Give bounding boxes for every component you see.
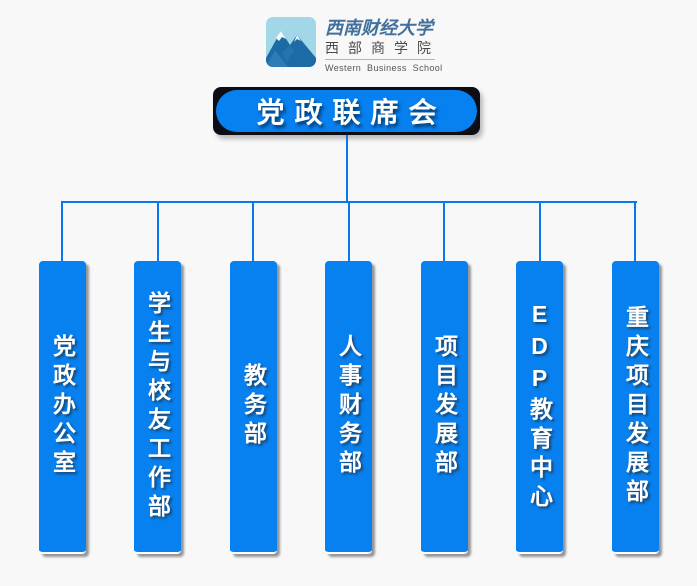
connector-drop-4 (348, 203, 350, 261)
dept-label: 学生与校友工作部 (144, 290, 171, 523)
mountain-logo-icon (266, 17, 316, 67)
dept-label: 项目发展部 (431, 334, 458, 479)
connector-stem (346, 135, 348, 203)
logo-divider (325, 59, 435, 60)
connector-drop-2 (157, 203, 159, 261)
dept-node-party-government-office: 党政办公室 (39, 261, 86, 554)
connector-drop-1 (61, 203, 63, 261)
dept-node-edp-education-center: EDP教育中心 (516, 261, 563, 554)
root-node-label: 党政联席会 (256, 97, 447, 128)
dept-label: 教务部 (240, 363, 267, 450)
dept-label: 人事财务部 (335, 334, 362, 479)
connector-drop-3 (252, 203, 254, 261)
root-node: 党政联席会 (213, 87, 480, 135)
school-name: 西部商学院 (325, 40, 440, 56)
connector-drop-5 (443, 203, 445, 261)
dept-label: 重庆项目发展部 (622, 305, 649, 508)
dept-label: EDP教育中心 (526, 300, 553, 513)
dept-node-chongqing-project-development: 重庆项目发展部 (612, 261, 659, 554)
dept-label: 党政办公室 (49, 334, 76, 479)
school-name-en: Western Business School (325, 63, 443, 73)
dept-node-project-development: 项目发展部 (421, 261, 468, 554)
logo-text-block: 西南财经大学 西部商学院 Western Business School (325, 17, 443, 74)
dept-node-student-alumni-work: 学生与校友工作部 (134, 261, 181, 554)
connector-drop-6 (539, 203, 541, 261)
dept-node-hr-finance: 人事财务部 (325, 261, 372, 554)
university-name: 西南财经大学 (325, 18, 433, 39)
connector-horizontal-bar (61, 201, 637, 203)
school-logo: 西南财经大学 西部商学院 Western Business School (266, 17, 443, 74)
connector-drop-7 (634, 203, 636, 261)
root-node-inner: 党政联席会 (216, 90, 477, 132)
dept-node-academic-affairs: 教务部 (230, 261, 277, 554)
